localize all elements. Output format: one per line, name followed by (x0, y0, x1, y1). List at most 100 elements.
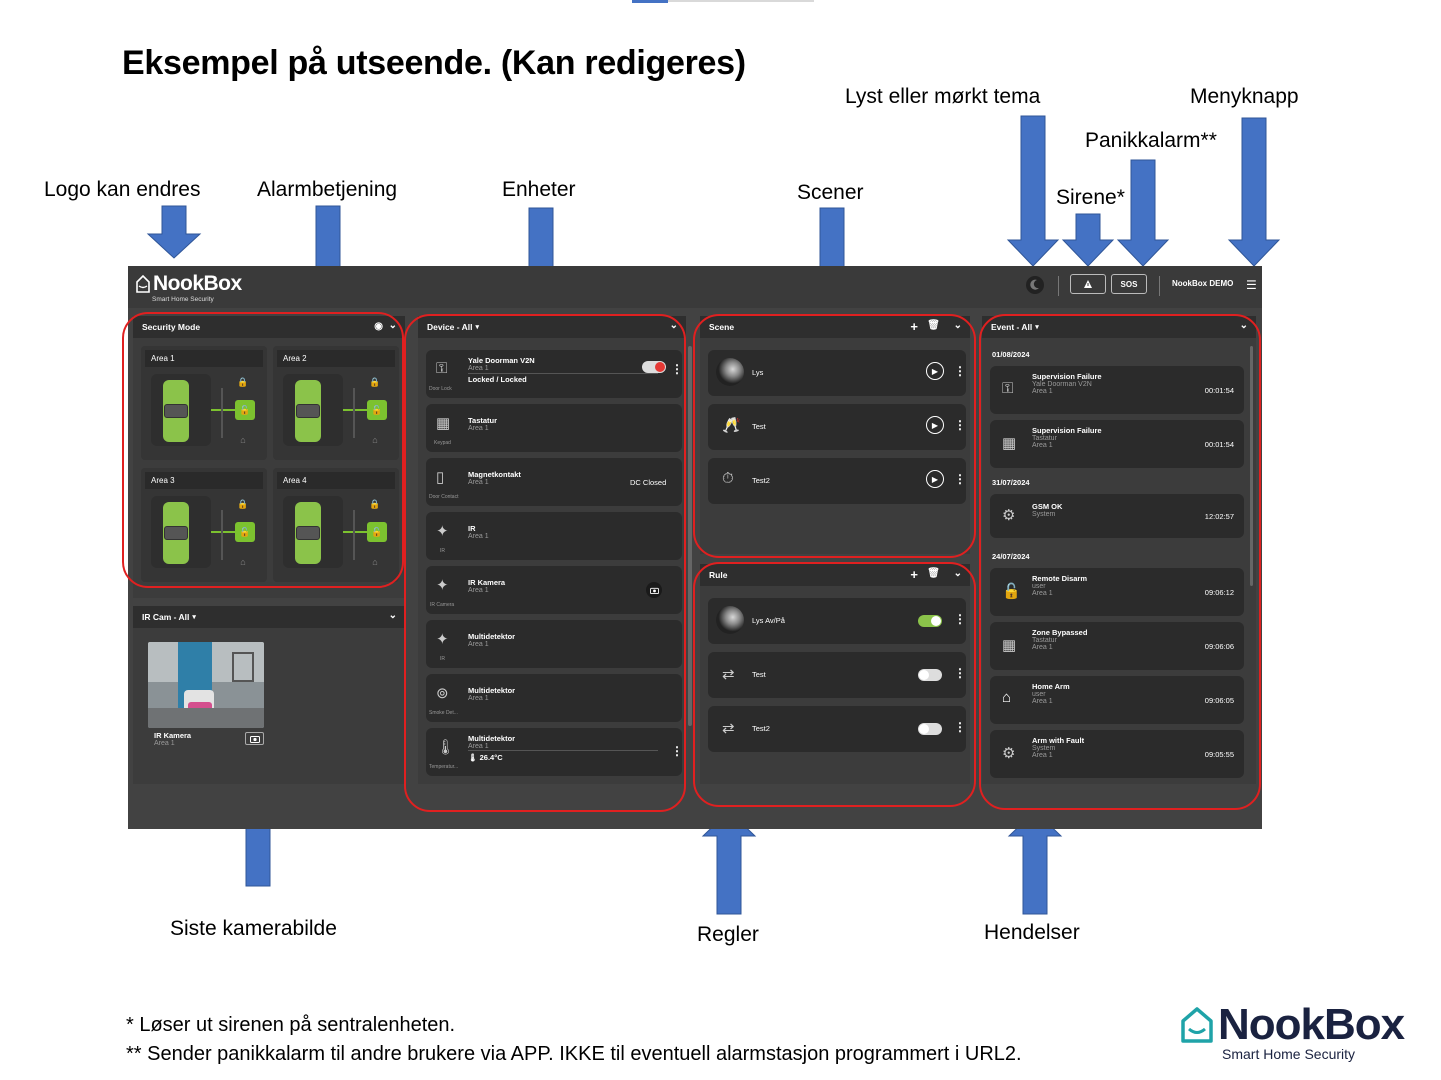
toggle-knob (919, 724, 929, 734)
house-logo-icon (136, 275, 150, 293)
lock-icon[interactable]: 🔒 (369, 376, 381, 387)
device-card[interactable]: ✦ IR Multidetektor Area 1 (426, 620, 682, 668)
chevron-down-icon[interactable]: ⌄ (1239, 320, 1248, 331)
event-area: Area 1 (1032, 590, 1053, 597)
more-icon[interactable]: ⋮ (954, 472, 966, 486)
home-icon[interactable]: ⌂ (240, 557, 246, 567)
chevron-down-icon[interactable]: ⌄ (388, 610, 397, 621)
area-status-pill[interactable] (295, 502, 321, 564)
lock-toggle[interactable] (642, 361, 666, 373)
rule-toggle[interactable] (918, 615, 942, 627)
more-icon[interactable]: ⋮ (671, 362, 683, 376)
callout-theme: Lyst eller mørkt tema (845, 85, 1041, 108)
siren-button[interactable] (1070, 274, 1106, 294)
event-card[interactable]: ⚿ Supervision Failure Yale Doorman V2N A… (990, 366, 1244, 414)
area-status-pill[interactable] (163, 380, 189, 442)
event-card[interactable]: ▦ Zone Bypassed Tastatur Area 1 09:06:06 (990, 622, 1244, 670)
keypad-icon: ▦ (1002, 435, 1017, 452)
rule-card[interactable]: Lys Av/På ⋮ (708, 598, 966, 644)
device-type: Door Contact (429, 494, 459, 500)
trash-icon[interactable]: 🗑 (927, 568, 940, 579)
filter-caret-icon[interactable]: ▾ (475, 324, 480, 331)
more-icon[interactable]: ⋮ (954, 418, 966, 432)
area-tile[interactable]: Area 2 🔒 🔓 ⌂ (273, 346, 399, 460)
device-card[interactable]: ▦ Keypad Tastatur Area 1 (426, 404, 682, 452)
play-icon[interactable]: ▶ (926, 470, 944, 488)
area-tile[interactable]: Area 1 🔒 🔓 ⌂ (141, 346, 267, 460)
device-type: Door Lock (429, 386, 452, 392)
ir-cam-title[interactable]: IR Cam - All (142, 612, 190, 622)
device-title[interactable]: Device - All (427, 322, 473, 332)
top-gray-bar (668, 0, 814, 2)
device-card[interactable]: ✦ IR Camera IR Kamera Area 1 (426, 566, 682, 614)
unlock-icon[interactable]: 🔓 (235, 400, 255, 420)
unlock-icon[interactable]: 🔓 (367, 522, 387, 542)
event-card[interactable]: 🔓 Remote Disarm user Area 1 09:06:12 (990, 568, 1244, 616)
lock-icon[interactable]: 🔒 (369, 498, 381, 509)
trash-icon[interactable]: 🗑 (927, 320, 940, 331)
menu-icon[interactable]: ☰ (1246, 278, 1257, 292)
rule-card[interactable]: ⇄ Test2 ⋮ (708, 706, 966, 752)
device-scrollbar[interactable] (688, 346, 692, 726)
area-status-pill[interactable] (295, 380, 321, 442)
house-logo-icon (1181, 1007, 1213, 1043)
device-card[interactable]: ✦ IR IR Area 1 (426, 512, 682, 560)
rule-toggle[interactable] (918, 669, 942, 681)
device-area: Area 1 (468, 425, 489, 432)
more-icon[interactable]: ⋮ (954, 364, 966, 378)
event-card[interactable]: ▦ Supervision Failure Tastatur Area 1 00… (990, 420, 1244, 468)
event-title: Zone Bypassed (1032, 628, 1088, 637)
device-card[interactable]: ▯ Door Contact Magnetkontakt Area 1 DC C… (426, 458, 682, 506)
camera-snapshot[interactable] (148, 642, 264, 728)
device-card[interactable]: ⊚ Smoke Det... Multidetektor Area 1 (426, 674, 682, 722)
chevron-down-icon[interactable]: ⌄ (388, 320, 397, 331)
chevron-down-icon[interactable]: ⌄ (953, 568, 962, 579)
home-icon[interactable]: ⌂ (372, 557, 378, 567)
device-card[interactable]: ⚿ Door Lock Yale Doorman V2N Area 1 Lock… (426, 350, 683, 398)
rule-toggle[interactable] (918, 723, 942, 735)
user-name[interactable]: NookBox DEMO (1172, 279, 1234, 288)
play-icon[interactable]: ▶ (926, 416, 944, 434)
event-title[interactable]: Event - All (991, 322, 1033, 332)
add-icon[interactable]: + (910, 567, 918, 582)
home-icon[interactable]: ⌂ (372, 435, 378, 445)
more-icon[interactable]: ⋮ (954, 720, 966, 734)
moon-icon (1030, 279, 1039, 290)
more-icon[interactable]: ⋮ (954, 666, 966, 680)
filter-caret-icon[interactable]: ▾ (1035, 324, 1039, 331)
scene-card[interactable]: 🥂 Test ▶ ⋮ (708, 404, 966, 450)
add-icon[interactable]: + (910, 319, 918, 334)
rule-card[interactable]: ⇄ Test ⋮ (708, 652, 966, 698)
arm-settings-icon[interactable]: ◉ (374, 321, 383, 332)
sos-button[interactable]: SOS (1111, 274, 1147, 294)
unlock-icon[interactable]: 🔓 (367, 400, 387, 420)
event-scrollbar[interactable] (1250, 346, 1253, 586)
camera-snapshot-button[interactable] (245, 732, 264, 745)
chevron-down-icon[interactable]: ⌄ (953, 320, 962, 331)
camera-capture-button[interactable] (646, 582, 662, 598)
area-tile[interactable]: Area 4 🔒 🔓 ⌂ (273, 468, 399, 582)
play-icon[interactable]: ▶ (926, 362, 944, 380)
lock-icon[interactable]: 🔒 (237, 376, 249, 387)
app-logo[interactable]: NookBox Smart Home Security (136, 272, 242, 303)
theme-toggle-button[interactable] (1026, 276, 1044, 294)
more-icon[interactable]: ⋮ (954, 612, 966, 626)
event-card[interactable]: ⚙ Arm with Fault System Area 1 09:05:55 (990, 730, 1244, 778)
event-date: 31/07/2024 (992, 478, 1030, 487)
more-icon[interactable]: ⋮ (671, 744, 683, 758)
lock-icon[interactable]: 🔒 (237, 498, 249, 509)
filter-caret-icon[interactable]: ▾ (192, 614, 196, 621)
area-tile[interactable]: Area 3 🔒 🔓 ⌂ (141, 468, 267, 582)
event-card[interactable]: ⚙ GSM OK System 12:02:57 (990, 494, 1244, 538)
scene-card[interactable]: ⏱ Test2 ▶ ⋮ (708, 458, 966, 504)
home-icon[interactable]: ⌂ (240, 435, 246, 445)
event-card[interactable]: ⌂ Home Arm user Area 1 09:06:05 (990, 676, 1244, 724)
device-card[interactable]: 🌡 Temperatur... Multidetektor Area 1 🌡 2… (426, 728, 683, 776)
event-source: Tastatur (1032, 637, 1057, 644)
ir-cam-panel: IR Cam - All ▾ ⌄ IR Kamera Area 1 (133, 606, 405, 784)
area-status-pill[interactable] (163, 502, 189, 564)
event-area: Area 1 (1032, 442, 1053, 449)
unlock-icon[interactable]: 🔓 (235, 522, 255, 542)
scene-card[interactable]: Lys ▶ ⋮ (708, 350, 966, 396)
chevron-down-icon[interactable]: ⌄ (669, 320, 678, 331)
